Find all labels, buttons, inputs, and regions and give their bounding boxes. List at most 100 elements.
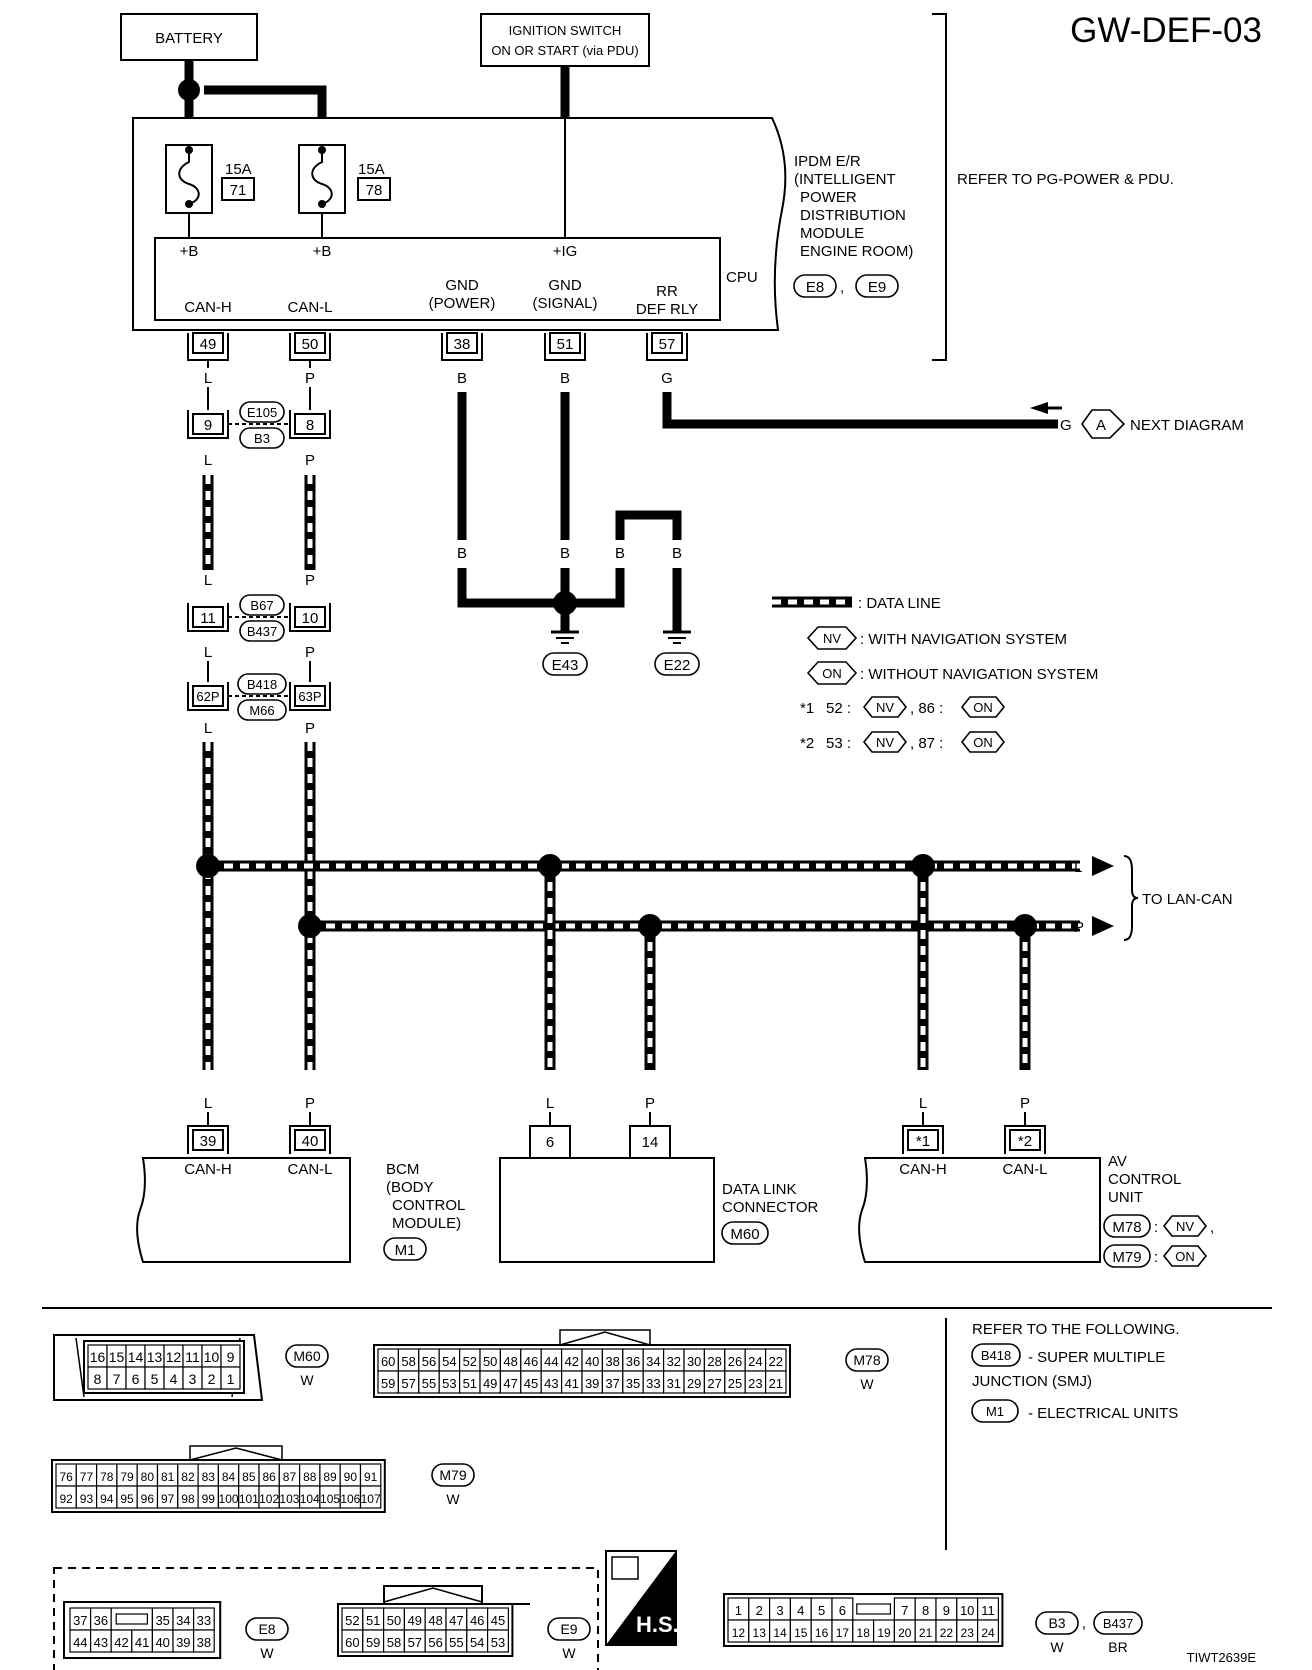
connector-pin: 77 (80, 1470, 94, 1484)
svg-text:10: 10 (302, 610, 319, 627)
connector-color-label: W (260, 1645, 274, 1661)
lan-can-p: P (1074, 919, 1084, 936)
fuse-78-symbol (311, 150, 333, 205)
connector-id-label: M79 (439, 1467, 466, 1483)
av-wire-p: P (1020, 1095, 1030, 1112)
connector-pin: 37 (605, 1376, 619, 1391)
connector-pin: 21 (769, 1376, 783, 1391)
ipdm-line-1: (INTELLIGENT (794, 171, 896, 188)
connector-pin: 90 (344, 1470, 358, 1484)
connector-pin: 9 (227, 1349, 235, 1365)
connector-pin: 60 (345, 1635, 359, 1650)
av-line-0: AV (1108, 1153, 1127, 1170)
connector-pin: 10 (960, 1603, 974, 1618)
connector-pin: 7 (901, 1603, 908, 1618)
fuse-78-number: 78 (366, 182, 383, 199)
svg-text:*1: *1 (916, 1133, 930, 1150)
connector-pin: 35 (155, 1613, 169, 1628)
connector-pin: 19 (877, 1626, 891, 1640)
connector-pin: 52 (463, 1354, 477, 1369)
connector-pin: 82 (181, 1470, 195, 1484)
connector-pin: 52 (345, 1613, 359, 1628)
av-pin-star2: *2 (1004, 1125, 1046, 1154)
connector-pin: 17 (836, 1626, 850, 1640)
connector-pin: 94 (100, 1492, 114, 1506)
connector-pin: 24 (748, 1354, 762, 1369)
connector-pin: 16 (815, 1626, 829, 1640)
ipdm-pin-label-rrdef-2: DEF RLY (636, 301, 698, 318)
connector-pin: 96 (141, 1492, 155, 1506)
connector-pin: 24 (981, 1626, 995, 1640)
svg-text:6: 6 (546, 1134, 554, 1151)
legend-on-tag-box (806, 661, 858, 685)
bcm-line-3: MODULE) (392, 1215, 461, 1232)
connector-pin: 57 (401, 1376, 415, 1391)
dlc-box (499, 1157, 715, 1263)
connector-pin: 98 (181, 1492, 195, 1506)
connector-pin: 23 (961, 1626, 975, 1640)
connector-pin: 55 (422, 1376, 436, 1391)
ground-e43-label: E43 (552, 657, 579, 674)
av-line-1: CONTROL (1108, 1171, 1181, 1188)
svg-text:62P: 62P (196, 689, 219, 704)
legend-star2-nv: 53 : (826, 735, 851, 752)
wire-color-p-3: P (305, 572, 315, 589)
ipdm-pin-label-gndp-1: GND (445, 277, 479, 294)
svg-text:,: , (1210, 1219, 1214, 1236)
connector-pin: 34 (646, 1354, 660, 1369)
legend-star2-on: , 87 : (910, 735, 943, 752)
bcm-wire-p: P (305, 1095, 315, 1112)
connector-pin: 6 (132, 1371, 140, 1387)
ipdm-pin-label-rrdef-1: RR (656, 283, 678, 300)
connector-pin: 39 (585, 1376, 599, 1391)
connector-pin: 86 (262, 1470, 276, 1484)
dlc-line-0: DATA LINK (722, 1181, 796, 1198)
wire-color-l-5: L (204, 720, 212, 737)
ground-e43 (542, 652, 588, 676)
connector-color-label: BR (1108, 1639, 1127, 1655)
wire-color-51: B (560, 370, 570, 387)
ipdm-line-2: POWER (800, 189, 857, 206)
gnd-color-2: B (560, 545, 570, 562)
connector-pin: 14 (773, 1626, 787, 1640)
legend-star1-nv: 52 : (826, 700, 851, 717)
ipdm-pin-50: 50 (289, 332, 331, 361)
refer-b418-label: B418 (981, 1348, 1011, 1363)
av-pin-label-canh: CAN-H (899, 1161, 947, 1178)
connector-pin: 3 (189, 1371, 197, 1387)
connector-pin: 55 (449, 1635, 463, 1650)
connector-pin: 57 (408, 1635, 422, 1650)
connector-pin: 31 (667, 1376, 681, 1391)
junction-b67-b437: 11 10 B67 B437 (187, 594, 331, 642)
pin-top-b2: +B (313, 243, 332, 260)
connector-pin: 50 (483, 1354, 497, 1369)
ipdm-pin-label-gnds-2: (SIGNAL) (532, 295, 597, 312)
av-conn-m79-tag: ON (1175, 1249, 1195, 1264)
connector-pin: 88 (303, 1470, 317, 1484)
connector-pin: 97 (161, 1492, 175, 1506)
splice-can-h-1 (196, 854, 220, 878)
svg-text::: : (1154, 1249, 1158, 1266)
diagram-id: GW-DEF-03 (1070, 11, 1262, 50)
pin-top-b1: +B (180, 243, 199, 260)
connector-pin: 41 (565, 1376, 579, 1391)
av-line-2: UNIT (1108, 1189, 1143, 1206)
connector-pin: 5 (151, 1371, 159, 1387)
connector-pin: 18 (857, 1626, 871, 1640)
battery-box (120, 13, 258, 61)
connector-pin: 49 (408, 1613, 422, 1628)
legend-star1-mark: *1 (800, 700, 814, 717)
svg-text:H.S.: H.S. (636, 1612, 679, 1637)
connector-pin: 13 (753, 1626, 767, 1640)
connector-pin: 40 (585, 1354, 599, 1369)
gnd-color-3: B (615, 545, 625, 562)
connector-pin: 25 (728, 1376, 742, 1391)
connector-pin: 33 (197, 1613, 211, 1628)
bcm-pin-label-canh: CAN-H (184, 1161, 232, 1178)
connector-pin: 38 (197, 1635, 211, 1650)
bcm-conn-m1-label: M1 (395, 1242, 416, 1259)
connector-pin: 58 (401, 1354, 415, 1369)
connector-pin: 22 (940, 1626, 954, 1640)
av-conn-m78-label: M78 (1112, 1219, 1141, 1236)
